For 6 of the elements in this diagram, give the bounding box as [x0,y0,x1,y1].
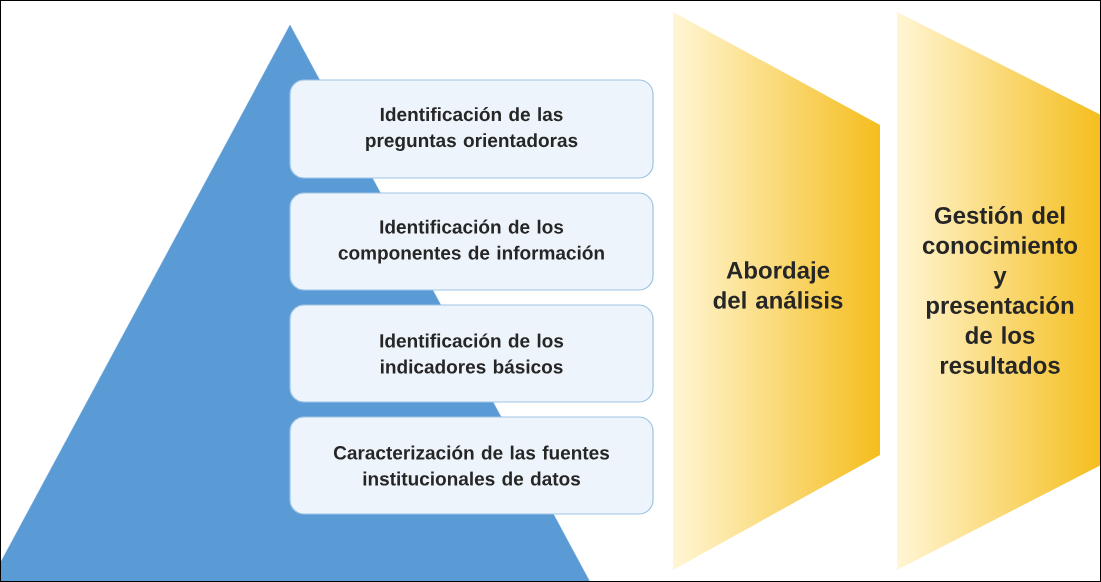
step-box: Caracterización de las fuentes institucionales de datos [289,416,654,515]
chevron-arrow: Gestión del conocimiento y presentación de los resultados [922,206,1078,374]
step-box: Identificación de los componentes de información [289,192,654,291]
step-box: Identificación de los indicadores básicos [289,304,654,403]
step-box: Identificación de las preguntas orientadoras [289,79,654,179]
chevron-arrow: Abordaje del análisis [713,261,843,309]
